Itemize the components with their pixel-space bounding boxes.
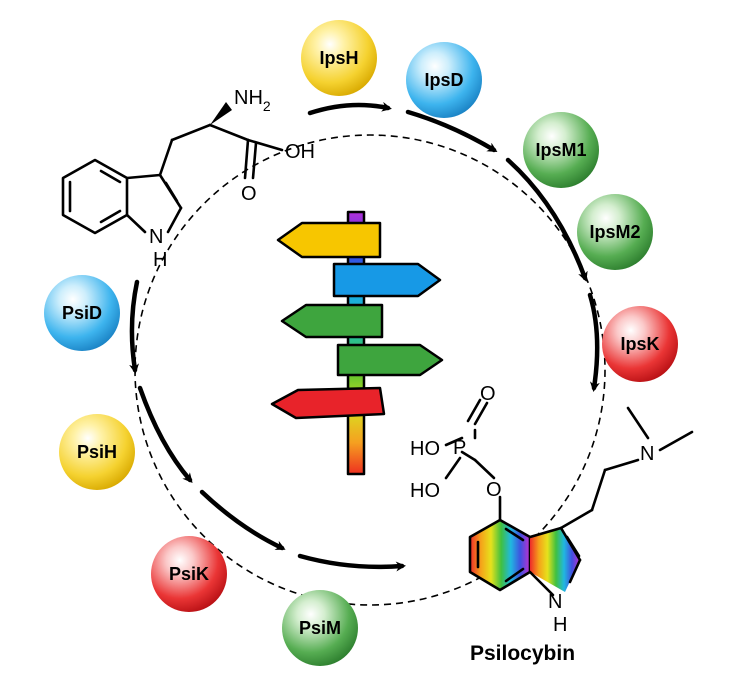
enzyme-bubble bbox=[577, 194, 653, 270]
psilocybin-top-o-label: O bbox=[480, 383, 496, 405]
psilocybin-ring-h-label: H bbox=[553, 614, 567, 636]
psilocybin-link-o-label: O bbox=[486, 479, 502, 501]
tryptophan-carbonyl-label: O bbox=[241, 183, 257, 205]
psilocybin-ho-bottom-label: HO bbox=[410, 480, 440, 502]
enzyme-label: PsiH bbox=[77, 442, 117, 462]
enzyme-ipsk: IpsK bbox=[602, 306, 678, 382]
enzyme-psik: PsiK bbox=[151, 536, 227, 612]
signpost-arrow-green-left bbox=[280, 303, 384, 339]
signpost-arrow-red bbox=[270, 386, 386, 420]
enzyme-label: IpsK bbox=[620, 334, 659, 354]
tryptophan-amine-label: NH2 bbox=[234, 87, 271, 114]
enzyme-label: PsiK bbox=[169, 564, 209, 584]
psilocybin-phosphorus-label: P bbox=[453, 437, 466, 459]
enzyme-label: IpsM2 bbox=[589, 222, 640, 242]
enzyme-bubble bbox=[602, 306, 678, 382]
psilocybin-ring-n-label: N bbox=[548, 591, 562, 613]
rainbow-pyrrole-ring bbox=[530, 528, 580, 592]
enzyme-psid: PsiD bbox=[44, 275, 120, 351]
enzyme-psim: PsiM bbox=[282, 590, 358, 666]
enzyme-bubble bbox=[59, 414, 135, 490]
enzyme-ipsm1: IpsM1 bbox=[523, 112, 599, 188]
enzyme-ipsd: IpsD bbox=[406, 42, 482, 118]
enzyme-bubble bbox=[301, 20, 377, 96]
enzyme-psih: PsiH bbox=[59, 414, 135, 490]
tryptophan-ring-n-label: N bbox=[149, 226, 163, 248]
psilocybin-name-label: Psilocybin bbox=[470, 642, 575, 665]
enzyme-label: PsiD bbox=[62, 303, 102, 323]
tryptophan-structure: NH2 OH O N H bbox=[61, 87, 315, 271]
lower-pathway-arrows bbox=[129, 279, 406, 572]
enzyme-ipsm2: IpsM2 bbox=[577, 194, 653, 270]
enzyme-label: IpsH bbox=[319, 48, 358, 68]
enzyme-label: IpsM1 bbox=[535, 140, 586, 160]
tryptophan-ring-h-label: H bbox=[153, 249, 167, 271]
tryptophan-acid-label: OH bbox=[285, 141, 315, 163]
rainbow-benzene-ring bbox=[470, 520, 530, 590]
enzyme-ipsh: IpsH bbox=[301, 20, 377, 96]
signpost-arrow-blue bbox=[332, 262, 442, 298]
signpost-arrow-yellow bbox=[276, 221, 382, 259]
psilocybin-amine-n-label: N bbox=[640, 443, 654, 465]
enzyme-bubble bbox=[282, 590, 358, 666]
enzyme-bubble bbox=[523, 112, 599, 188]
psilocybin-ho-top-label: HO bbox=[410, 438, 440, 460]
enzyme-label: IpsD bbox=[424, 70, 463, 90]
psilocybin-structure: O P O HO HO N N H Psilocybin bbox=[410, 383, 694, 665]
enzyme-bubble bbox=[406, 42, 482, 118]
enzyme-bubble bbox=[44, 275, 120, 351]
enzyme-bubble bbox=[151, 536, 227, 612]
upper-pathway-arrows bbox=[307, 101, 600, 392]
signpost bbox=[270, 210, 444, 476]
enzyme-label: PsiM bbox=[299, 618, 341, 638]
signpost-arrow-green-right bbox=[336, 343, 444, 377]
